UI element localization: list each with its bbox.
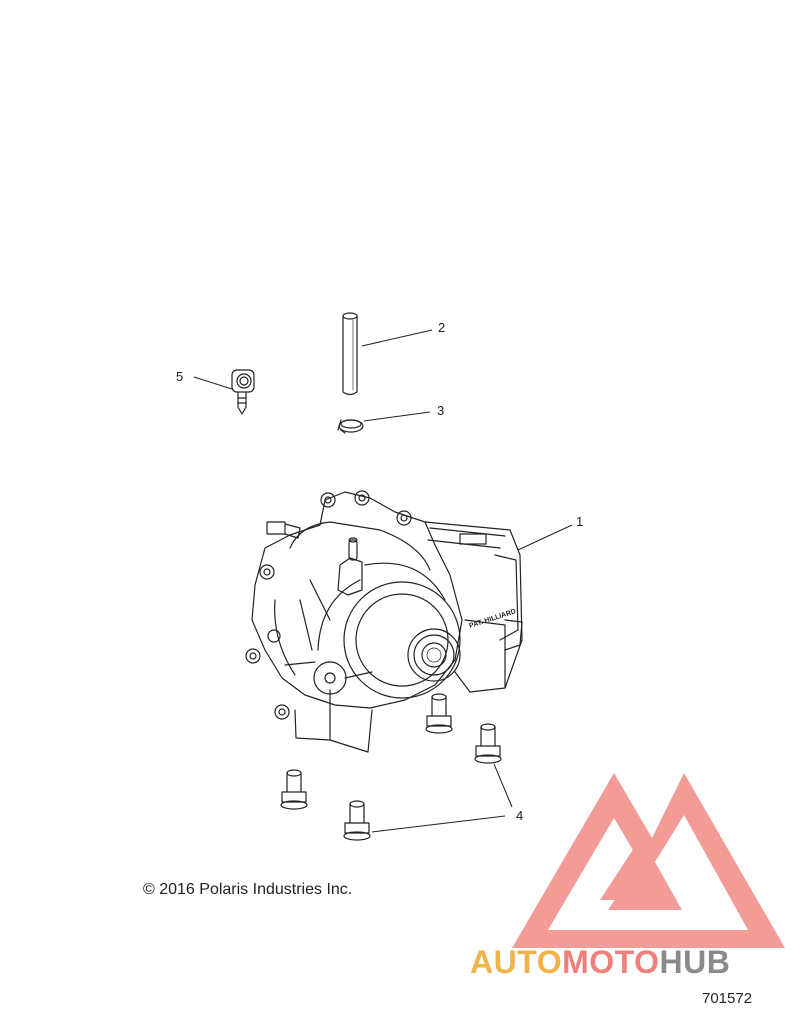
- watermark-triangle-logo: [512, 773, 785, 948]
- rod-part-2: [342, 312, 358, 396]
- wordmark-hub: HUB: [659, 944, 731, 980]
- callout-2: 2: [438, 320, 446, 335]
- clamp-part-3: [337, 419, 364, 434]
- watermark-wordmark: AUTOMOTOHUB: [470, 944, 730, 981]
- housing-embossed-text: PAT. HILLIARD: [468, 608, 517, 630]
- callout-4: 4: [516, 808, 524, 823]
- callout-3: 3: [437, 403, 445, 418]
- bolt-part-4-a: [425, 693, 453, 734]
- leader-line-1: [517, 524, 573, 551]
- bolt-part-4-c: [280, 769, 308, 810]
- callout-1: 1: [576, 514, 584, 529]
- wordmark-auto: AUTO: [470, 944, 563, 980]
- diagram-number: 701572: [702, 990, 753, 1007]
- bolt-part-4-b: [474, 723, 502, 764]
- bolt-part-4-d: [343, 800, 371, 841]
- callout-5: 5: [176, 369, 184, 384]
- leader-line-2: [361, 329, 433, 347]
- leader-line-4a: [493, 763, 513, 808]
- wordmark-moto: MOTO: [562, 944, 660, 980]
- leader-line-5: [193, 376, 233, 390]
- copyright-notice: © 2016 Polaris Industries Inc.: [143, 881, 353, 898]
- leader-line-4b: [371, 815, 506, 833]
- connector-clip-part-5: [231, 369, 255, 415]
- gearcase-housing-part-1: [245, 490, 523, 753]
- leader-line-3: [363, 411, 431, 422]
